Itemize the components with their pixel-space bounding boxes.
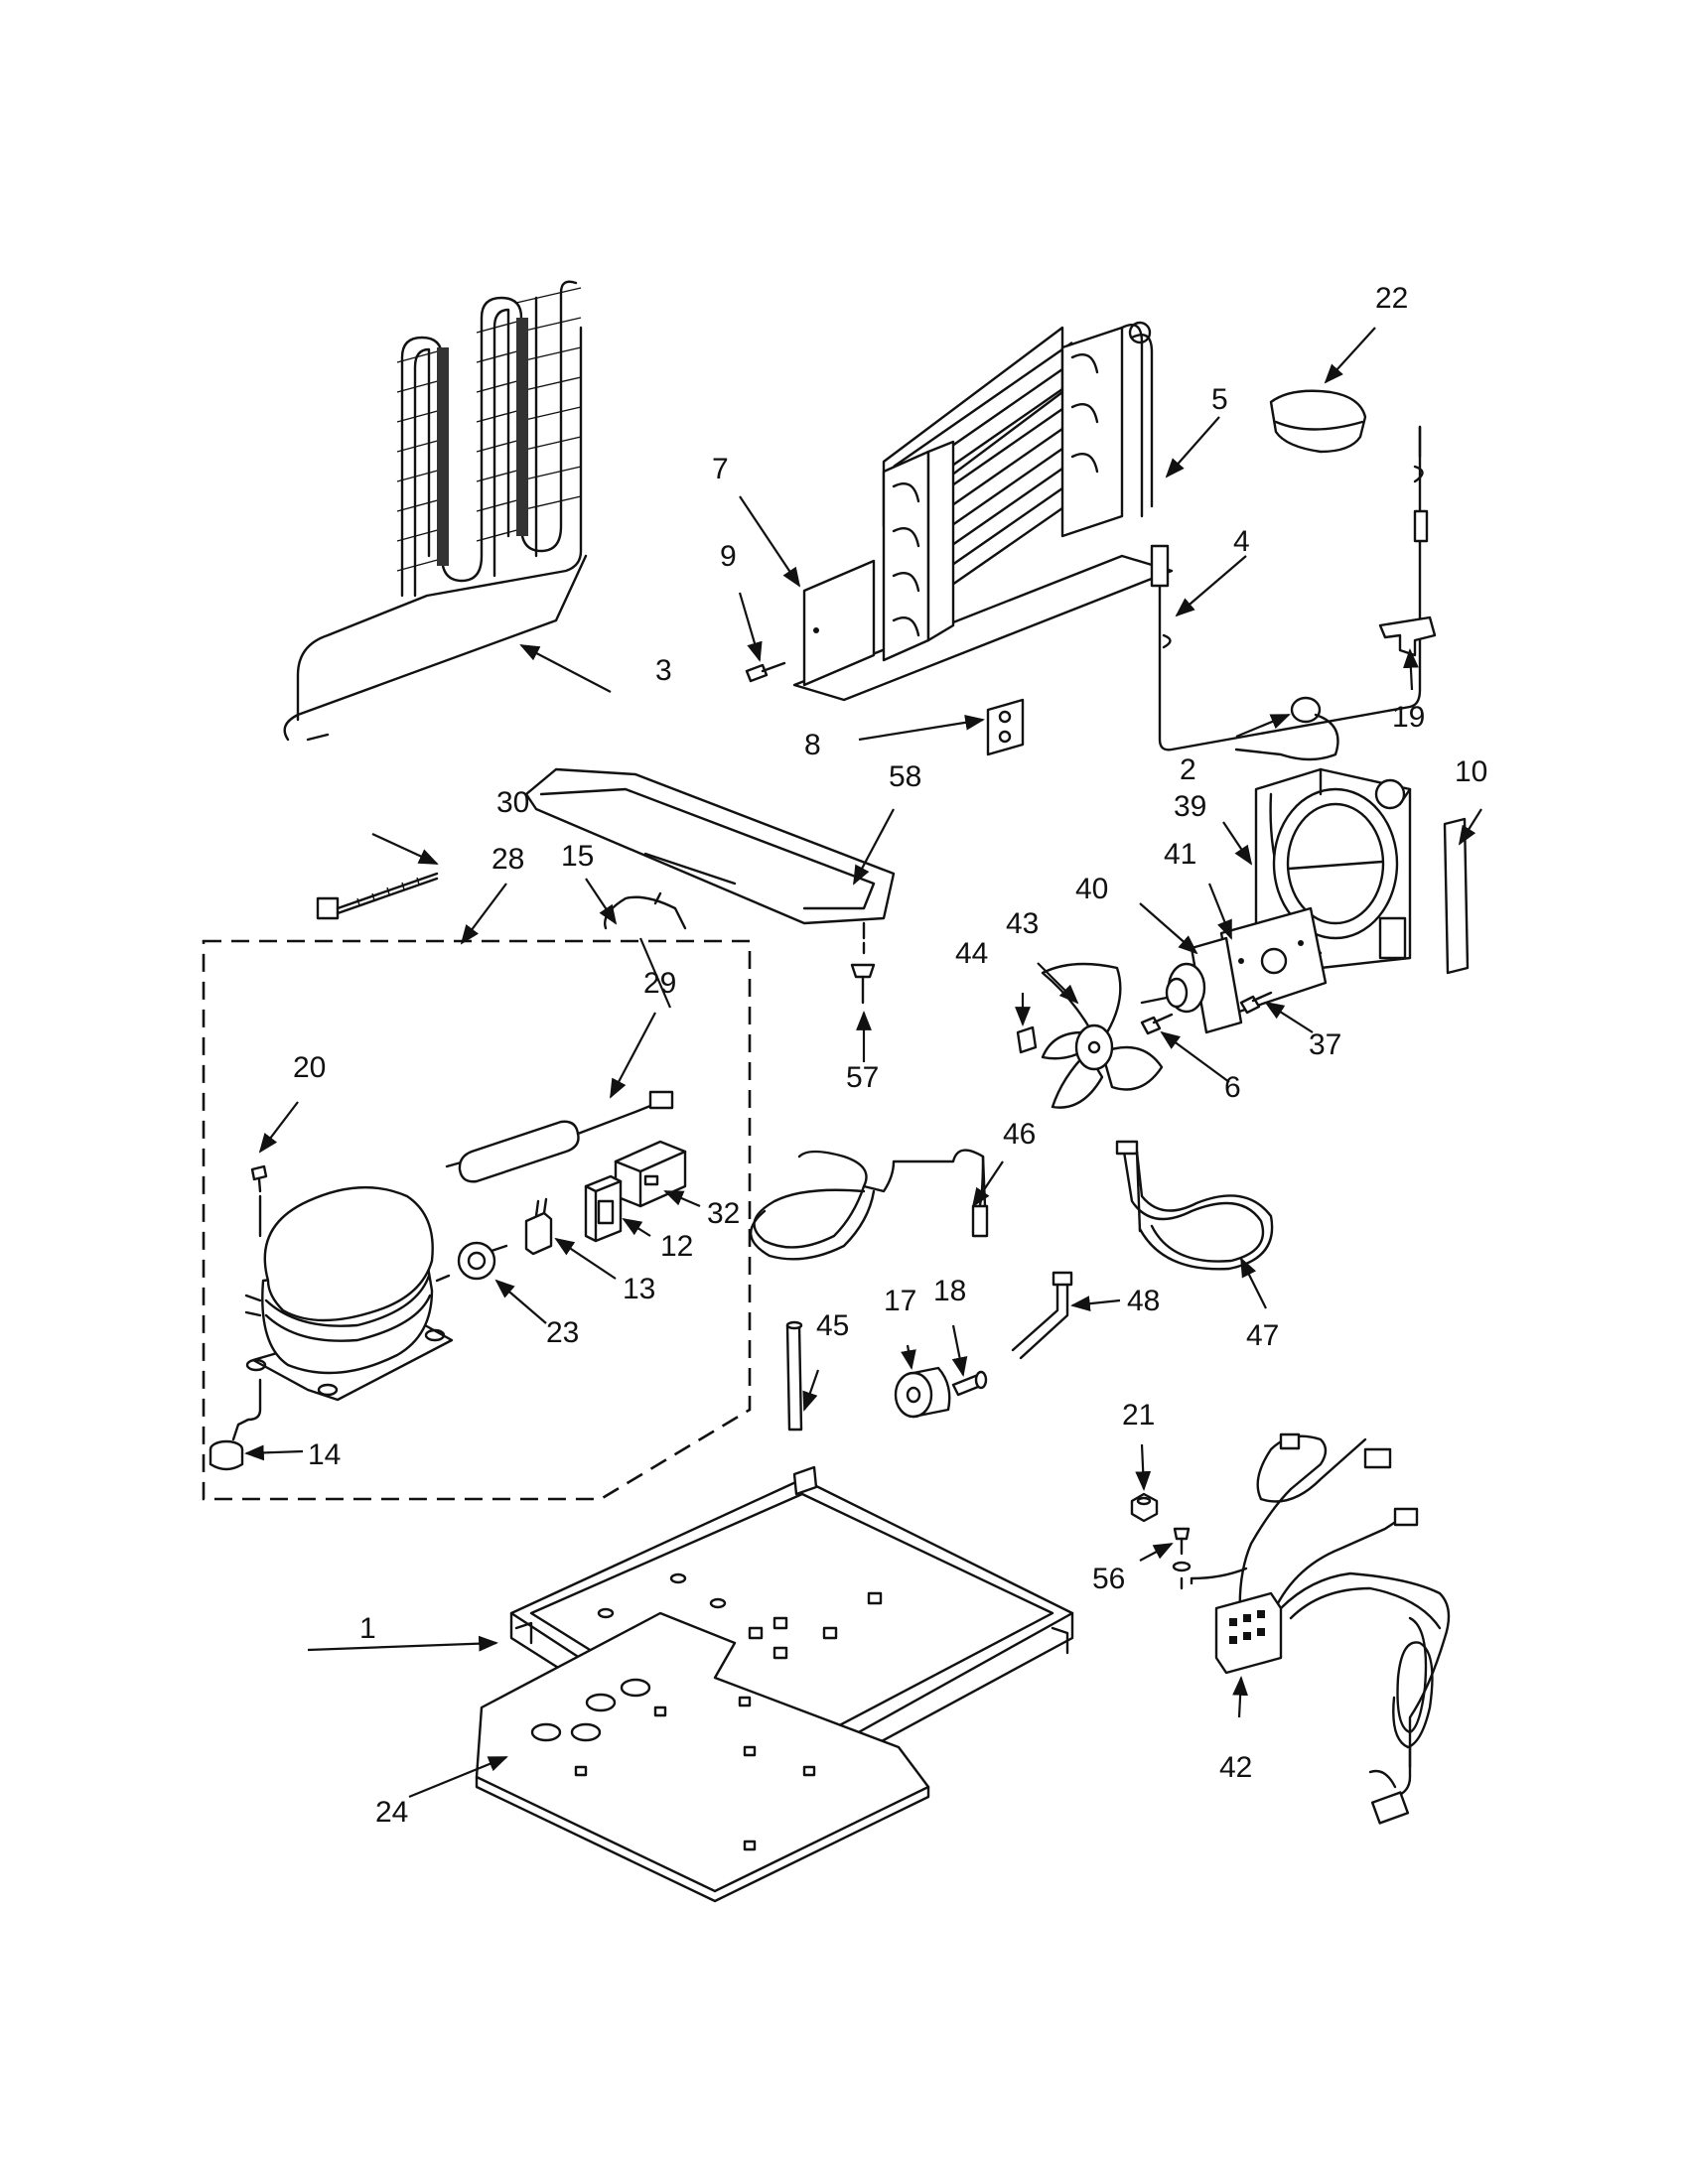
callout-40: 40 [1075, 873, 1108, 905]
callout-9: 9 [720, 540, 737, 573]
clip-19 [1378, 615, 1437, 657]
screw-9 [745, 661, 786, 683]
fan-motor-40 [1140, 936, 1243, 1034]
roller-17 [894, 1366, 951, 1419]
callout-13: 13 [623, 1273, 655, 1305]
callout-5: 5 [1211, 383, 1228, 416]
callout-43: 43 [1006, 907, 1039, 940]
callout-20: 20 [293, 1051, 326, 1084]
clip-8 [986, 698, 1025, 756]
callout-56: 56 [1092, 1563, 1125, 1595]
nut-21 [1130, 1492, 1159, 1523]
callout-46: 46 [1003, 1118, 1036, 1151]
screw-56 [1172, 1527, 1192, 1590]
callout-6: 6 [1224, 1071, 1241, 1104]
grommet-14 [209, 1439, 244, 1471]
screw-37 [1239, 991, 1273, 1015]
overload-12 [584, 1174, 623, 1243]
wire-harness-42 [1190, 1433, 1451, 1825]
relay-32 [614, 1140, 687, 1208]
callout-58: 58 [889, 760, 921, 793]
callout-labels: 1 2 3 4 5 6 7 8 9 10 12 13 14 15 17 18 1… [293, 282, 1487, 1829]
callout-22: 22 [1375, 282, 1408, 315]
tube-48 [1011, 1271, 1073, 1360]
pin-45 [785, 1320, 803, 1432]
callout-39: 39 [1174, 790, 1206, 823]
callout-12: 12 [660, 1230, 693, 1263]
leader-lines [244, 327, 1482, 1799]
callout-7: 7 [712, 453, 729, 485]
callout-32: 32 [707, 1197, 740, 1230]
callout-45: 45 [816, 1309, 849, 1342]
compressor [231, 1185, 454, 1441]
filter-drier-29 [445, 1090, 674, 1183]
screw-6 [1140, 1013, 1174, 1035]
evaporator [792, 321, 1174, 702]
callout-42: 42 [1219, 1751, 1252, 1784]
terminal-13 [524, 1197, 553, 1256]
callout-30: 30 [496, 786, 529, 819]
cap-22 [1269, 389, 1367, 454]
callout-4: 4 [1233, 525, 1250, 558]
callout-17: 17 [884, 1285, 916, 1317]
protector-23 [457, 1241, 508, 1281]
callout-2: 2 [1180, 753, 1196, 786]
callout-14: 14 [308, 1438, 341, 1471]
fan-blade-43 [1041, 962, 1164, 1109]
callout-24: 24 [375, 1796, 408, 1829]
callout-10: 10 [1455, 755, 1487, 788]
insulation-panel-24 [475, 1611, 930, 1903]
callout-21: 21 [1122, 1399, 1155, 1432]
cable-tie-30 [316, 872, 439, 920]
screw-57 [850, 963, 876, 1005]
callout-19: 19 [1392, 701, 1425, 734]
drain-pan-58 [524, 767, 896, 955]
callout-57: 57 [846, 1061, 879, 1094]
clip-44 [1016, 1025, 1038, 1054]
compressor-kit-boundary [202, 939, 752, 1501]
callout-18: 18 [933, 1275, 966, 1307]
callout-1: 1 [359, 1612, 376, 1645]
callout-8: 8 [804, 729, 821, 761]
defrost-tube-4 [1150, 425, 1429, 751]
thermostat-2 [1234, 696, 1339, 761]
tube-47 [1115, 1140, 1274, 1271]
callout-47: 47 [1246, 1319, 1279, 1352]
callout-15: 15 [561, 840, 594, 873]
callout-29: 29 [643, 967, 676, 1000]
axle-18 [951, 1370, 988, 1397]
callout-44: 44 [955, 937, 988, 970]
callout-41: 41 [1164, 838, 1196, 871]
callout-23: 23 [546, 1316, 579, 1349]
tube-46 [749, 1149, 989, 1261]
grommet-20 [250, 1164, 268, 1238]
gasket-strip-10 [1443, 817, 1470, 975]
callout-3: 3 [655, 654, 672, 687]
callout-37: 37 [1309, 1028, 1341, 1061]
condenser-coil [283, 280, 588, 742]
callout-48: 48 [1127, 1285, 1160, 1317]
callout-28: 28 [491, 843, 524, 876]
wire-clip-15 [604, 891, 687, 930]
